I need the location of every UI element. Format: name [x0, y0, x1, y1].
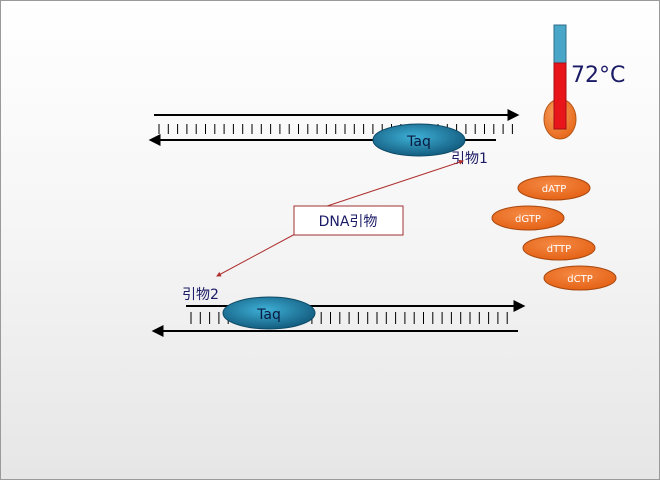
thermometer-mercury: [553, 62, 567, 130]
top-dna-duplex: Taq 引物1: [148, 109, 520, 167]
nucleotide-datp: [517, 175, 591, 201]
taq-polymerase-top: [372, 123, 466, 157]
thermometer-tube: [553, 24, 567, 66]
nucleotide-dctp-label: dCTP: [567, 274, 592, 285]
nucleotide-dttp: [522, 235, 596, 261]
dna-primer-box: [293, 205, 404, 236]
primer-callout: DNA引物: [216, 159, 464, 277]
bottom-dna-duplex: Taq 引物2: [151, 287, 526, 337]
nucleotide-dttp-label: dTTP: [547, 244, 571, 255]
top-strand-ticks: [158, 124, 513, 134]
taq-polymerase-bottom: [222, 296, 316, 330]
taq-label-top: Taq: [406, 134, 431, 150]
temperature-label: 72°C: [571, 63, 625, 88]
thermometer: 72°C: [543, 24, 625, 140]
nucleotide-dctp: [543, 265, 617, 291]
nucleotide-datp-label: dATP: [542, 184, 567, 195]
pointer-to-primer2: [216, 232, 298, 277]
primer1-label: 引物1: [451, 151, 488, 167]
taq-label-bottom: Taq: [256, 307, 281, 323]
nucleotides: dATP dGTP dTTP dCTP: [491, 175, 617, 291]
nucleotide-dgtp: [491, 205, 565, 231]
nucleotide-dgtp-label: dGTP: [515, 214, 541, 225]
primer2-label: 引物2: [182, 287, 219, 303]
dna-primer-box-label: DNA引物: [319, 214, 378, 230]
